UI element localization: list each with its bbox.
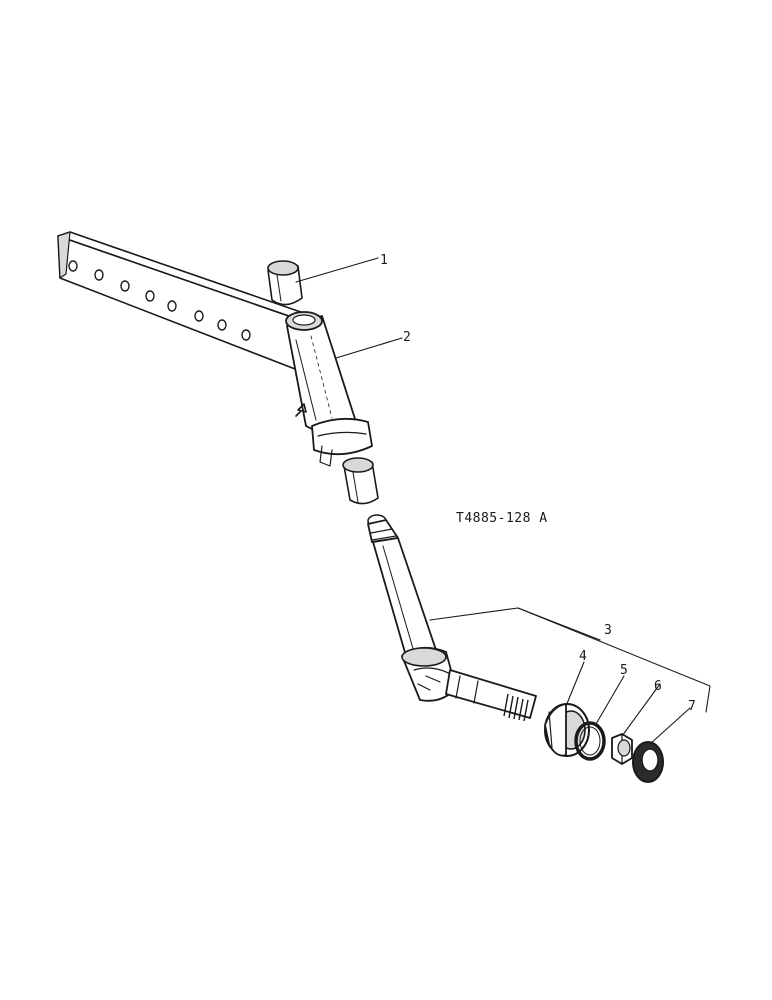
spindle	[367, 514, 537, 722]
hub-cap	[632, 741, 664, 783]
figure-code: T4885-128 A	[456, 511, 548, 526]
seal-ring	[574, 721, 606, 761]
callout-2: 2	[403, 330, 411, 345]
axle-beam	[57, 231, 319, 375]
bearing	[544, 703, 590, 757]
castle-nut	[611, 733, 633, 765]
callout-7: 7	[688, 699, 696, 714]
lower-bushing	[342, 457, 379, 505]
callout-4: 4	[579, 649, 587, 664]
leader-lines	[295, 257, 711, 745]
upper-bushing	[267, 260, 303, 306]
callout-6: 6	[654, 679, 662, 694]
beam-holes	[68, 260, 251, 341]
callout-1: 1	[380, 253, 388, 268]
spindle-threads	[503, 693, 529, 722]
callout-5: 5	[620, 663, 628, 678]
callout-3: 3	[604, 623, 612, 638]
knuckle-housing	[285, 311, 373, 467]
